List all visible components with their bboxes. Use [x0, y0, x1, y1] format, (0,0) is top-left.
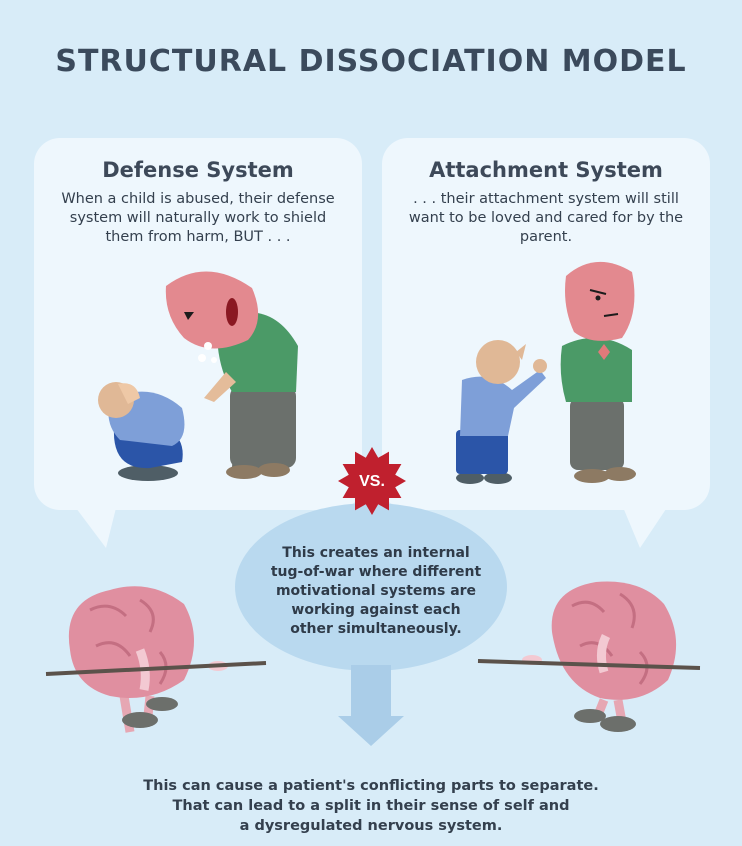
center-text-line: other simultaneously.	[290, 621, 462, 637]
tug-of-war-rope	[45, 659, 701, 676]
attachment-body-line: . . . their attachment system will still	[413, 191, 679, 207]
center-text-line: motivational systems are	[275, 583, 477, 599]
defense-body-line: them from harm, BUT . . .	[105, 229, 291, 245]
center-text-line: This creates an internal	[282, 545, 470, 561]
footer-line: This can cause a patient's conflicting p…	[143, 778, 599, 794]
angry-parent-figure	[165, 271, 298, 479]
attachment-panel: Attachment System . . . their attachment…	[382, 158, 710, 247]
vs-badge-label: VS.	[359, 473, 385, 490]
vs-badge: VS.	[338, 447, 406, 515]
defense-body-line: system will naturally work to shield	[69, 210, 327, 226]
center-text-line: tug-of-war where different	[270, 564, 482, 580]
footer-text: This can cause a patient's conflicting p…	[0, 776, 742, 836]
defense-body-line: When a child is abused, their defense	[61, 191, 335, 207]
center-bubble-text: This creates an internal tug-of-war wher…	[266, 544, 486, 639]
attachment-panel-heading: Attachment System	[429, 158, 663, 182]
attachment-body-line: want to be loved and cared for by the	[408, 210, 684, 226]
page-title: STRUCTURAL DISSOCIATION MODEL	[55, 44, 687, 79]
left-brain-figure	[68, 586, 228, 733]
reaching-child-figure	[456, 340, 547, 484]
center-text-line: working against each	[291, 602, 461, 618]
footer-line: a dysregulated nervous system.	[239, 818, 503, 834]
attachment-body-line: parent.	[519, 229, 573, 245]
attachment-panel-body: . . . their attachment system will still…	[382, 190, 710, 247]
crouching-child-figure	[98, 382, 185, 481]
right-brain-figure	[522, 581, 677, 732]
defense-panel-heading: Defense System	[102, 158, 294, 182]
defense-panel-body: When a child is abused, their defense sy…	[34, 190, 362, 247]
center-bubble	[235, 503, 507, 746]
stern-parent-figure	[560, 261, 636, 483]
footer-line: That can lead to a split in their sense …	[172, 798, 570, 814]
defense-panel: Defense System When a child is abused, t…	[34, 158, 362, 247]
